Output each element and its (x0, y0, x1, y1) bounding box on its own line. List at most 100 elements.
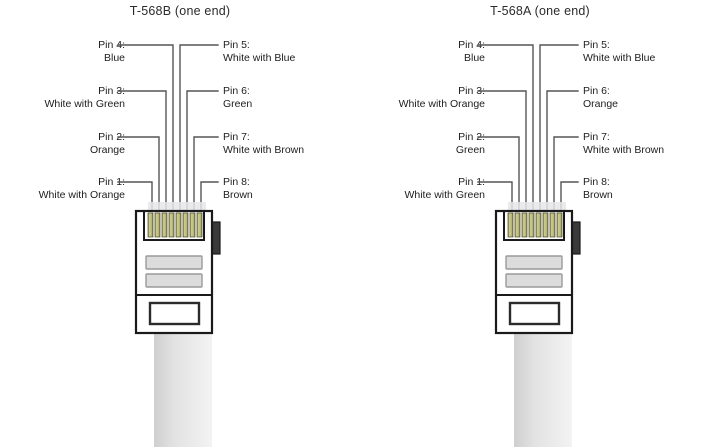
label-pin4-left-a: Pin 4: Blue (458, 39, 485, 65)
pin-contact-4 (168, 212, 175, 238)
label-pin-number: Pin 5: (583, 39, 610, 51)
label-wire-color: White with Green (44, 98, 125, 110)
label-pin2-left-b: Pin 2: Orange (90, 131, 125, 157)
label-pin5-right-a: Pin 5: White with Blue (583, 39, 655, 65)
leader-pin6 (186, 90, 219, 212)
leader-pin8 (560, 181, 579, 212)
connector-slot-upper (145, 255, 203, 270)
pin-contact-6 (182, 212, 189, 238)
label-pin3-left-a: Pin 3: White with Orange (399, 85, 485, 111)
label-wire-color: Orange (583, 98, 619, 110)
pin-contact-3 (161, 212, 168, 238)
label-pin2-left-a: Pin 2: Green (456, 131, 485, 157)
label-wire-color: Brown (223, 189, 253, 201)
strain-relief-window (508, 301, 561, 326)
pin-contact-8 (556, 212, 563, 238)
label-pin7-right-a: Pin 7: White with Brown (583, 131, 664, 157)
pin-contact-2 (514, 212, 521, 238)
pin-contact-1 (147, 212, 154, 238)
leader-pin2 (477, 136, 520, 212)
label-pin-number: Pin 4: (98, 39, 125, 51)
label-pin-number: Pin 4: (458, 39, 485, 51)
label-pin1-left-b: Pin 1: White with Orange (39, 176, 125, 202)
leader-pin8 (200, 181, 219, 212)
label-pin-number: Pin 8: (223, 176, 250, 188)
label-pin-number: Pin 3: (458, 85, 485, 97)
label-pin5-right-b: Pin 5: White with Blue (223, 39, 295, 65)
label-wire-color: Green (223, 98, 253, 110)
cable-sheath (514, 332, 572, 447)
leader-pin7 (553, 136, 579, 212)
leader-lines (477, 44, 579, 212)
label-pin-number: Pin 2: (98, 131, 125, 143)
contact-chamber (143, 211, 205, 241)
pin-contact-5 (175, 212, 182, 238)
label-wire-color: White with Brown (223, 144, 305, 156)
strain-relief-window (148, 301, 201, 326)
leader-pin1 (477, 181, 513, 212)
label-pin-number: Pin 1: (458, 176, 485, 188)
label-pin8-right-a: Pin 8: Brown (583, 176, 613, 202)
diagram-title-t568a: T-568A (one end) (490, 4, 590, 18)
diagram-t568b: T-568B (one end) Pin 4: Blue Pin 3: Whit… (39, 4, 304, 447)
connector-pins (147, 212, 203, 238)
label-pin3-left-b: Pin 3: White with Green (44, 85, 125, 111)
label-wire-color: White with Blue (583, 52, 656, 64)
label-wire-color: Orange (89, 144, 125, 156)
pin-contact-2 (154, 212, 161, 238)
label-wire-color: Green (455, 144, 485, 156)
label-wire-color: Blue (103, 52, 125, 64)
label-pin6-right-a: Pin 6: Orange (583, 85, 618, 111)
pin-contact-5 (535, 212, 542, 238)
pin-contact-1 (507, 212, 514, 238)
connector-pins (507, 212, 563, 238)
label-pin-number: Pin 1: (98, 176, 125, 188)
label-pin-number: Pin 7: (223, 131, 250, 143)
cable-sheath (154, 332, 212, 447)
pin-contact-8 (196, 212, 203, 238)
connector-slot-lower (145, 273, 203, 288)
label-wire-color: Brown (583, 189, 613, 201)
connector-graphic-b (117, 44, 221, 447)
pin-contact-7 (189, 212, 196, 238)
leader-pin3 (117, 90, 167, 212)
leader-pin4 (477, 44, 534, 212)
leader-pin6 (546, 90, 579, 212)
label-pin1-left-a: Pin 1: White with Green (404, 176, 485, 202)
label-pin-number: Pin 7: (583, 131, 610, 143)
leader-pin2 (117, 136, 160, 212)
leader-pin4 (117, 44, 174, 212)
leader-pin5 (179, 44, 219, 212)
pin-contact-7 (549, 212, 556, 238)
contact-chamber (503, 211, 565, 241)
diagram-t568a: T-568A (one end) Pin 4: Blue Pin 3: Whit… (360, 0, 720, 447)
connector-slots (505, 255, 563, 288)
label-pin8-right-b: Pin 8: Brown (223, 176, 253, 202)
label-pin7-right-b: Pin 7: White with Brown (223, 131, 304, 157)
label-wire-color: Blue (463, 52, 485, 64)
pin-contact-6 (542, 212, 549, 238)
leader-pin5 (539, 44, 579, 212)
label-wire-color: White with Orange (38, 189, 125, 201)
leader-lines (117, 44, 219, 212)
label-wire-color: White with Blue (223, 52, 296, 64)
label-pin-number: Pin 3: (98, 85, 125, 97)
label-pin-number: Pin 6: (223, 85, 250, 97)
pin-contact-3 (521, 212, 528, 238)
connector-slots (145, 255, 203, 288)
label-wire-color: White with Brown (583, 144, 665, 156)
label-pin-number: Pin 8: (583, 176, 610, 188)
label-pin4-left-b: Pin 4: Blue (98, 39, 125, 65)
label-pin-number: Pin 6: (583, 85, 610, 97)
diagram-title-t568b: T-568B (one end) (129, 4, 231, 18)
label-pin6-right-b: Pin 6: Green (223, 85, 252, 111)
label-pin-number: Pin 2: (458, 131, 485, 143)
leader-pin3 (477, 90, 527, 212)
connector-slot-lower (505, 273, 563, 288)
label-wire-color: White with Green (404, 189, 485, 201)
leader-pin7 (193, 136, 219, 212)
connector-graphic-a (360, 0, 720, 447)
label-wire-color: White with Orange (398, 98, 485, 110)
leader-pin1 (117, 181, 153, 212)
pin-contact-4 (528, 212, 535, 238)
